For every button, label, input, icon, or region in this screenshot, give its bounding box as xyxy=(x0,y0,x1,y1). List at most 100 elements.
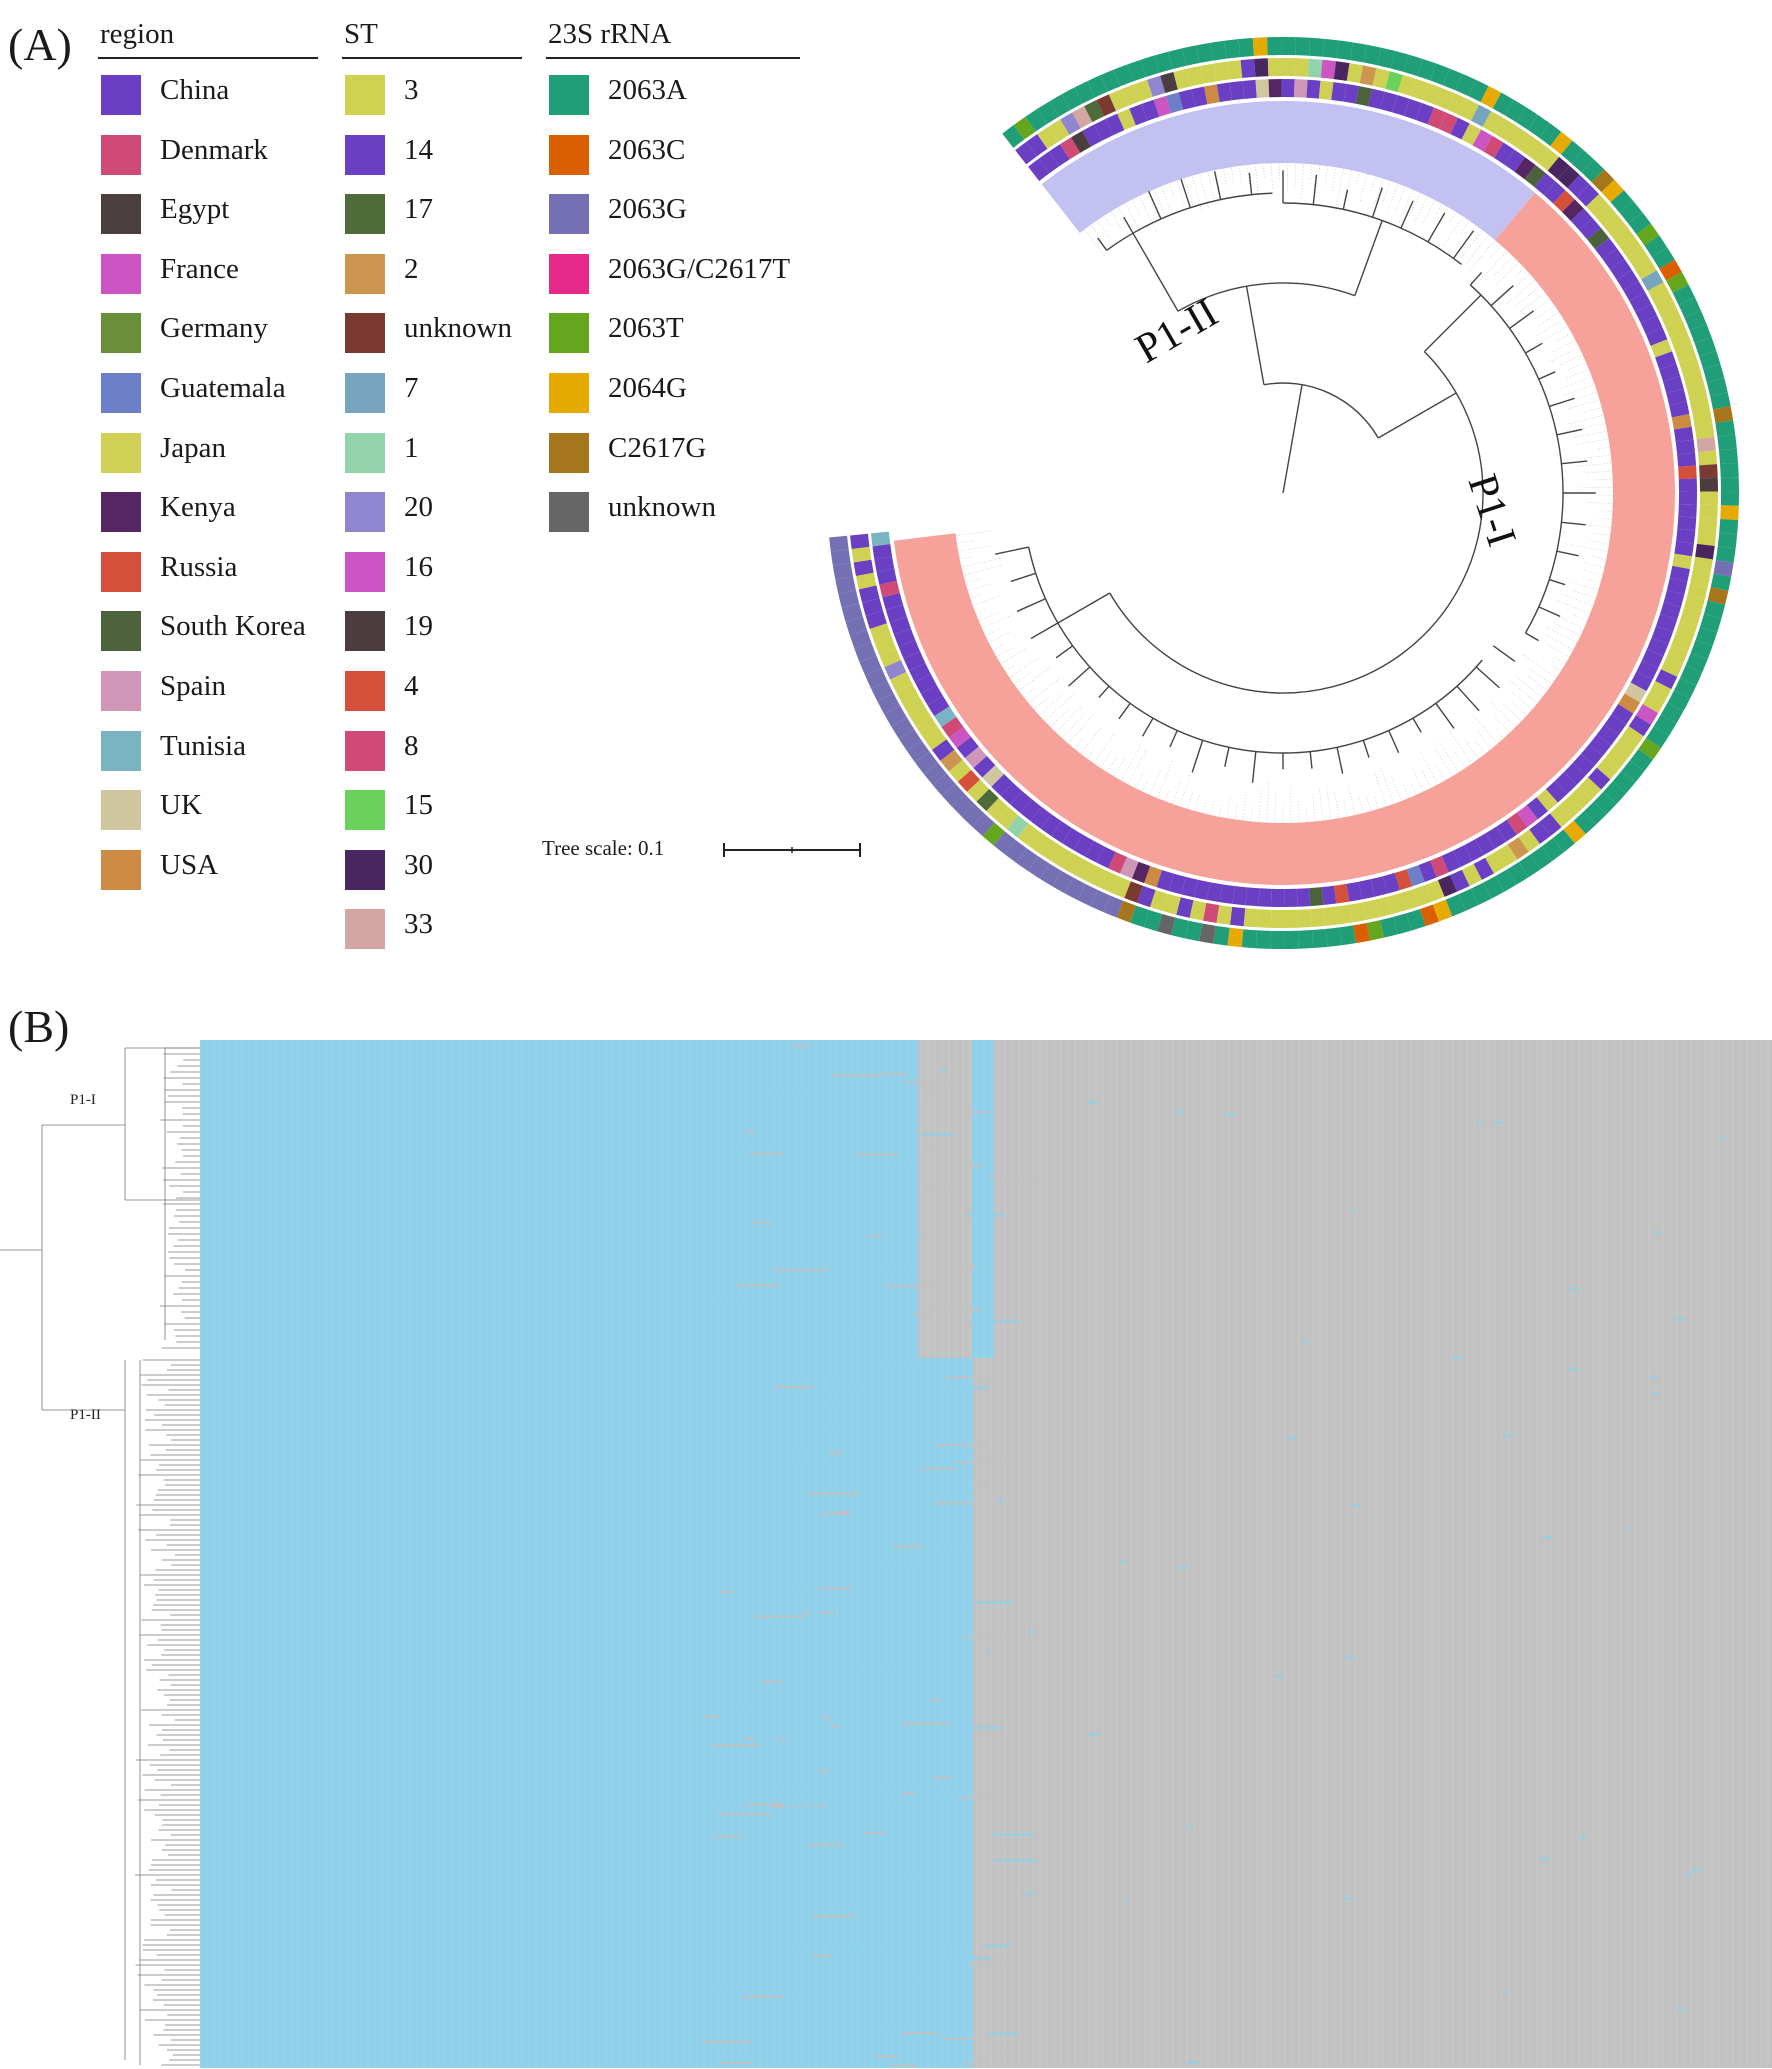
st-legend-label: 33 xyxy=(404,908,433,941)
st-ring-cell xyxy=(862,598,883,616)
st-ring-cell xyxy=(1670,331,1692,351)
region-ring-cell xyxy=(1181,876,1198,898)
rrna-ring-cell xyxy=(1350,42,1367,63)
st-legend-swatch xyxy=(345,432,385,473)
region-ring-cell xyxy=(1000,782,1023,805)
heatmap-variant-cell xyxy=(730,1708,755,1711)
rrna-ring-cell xyxy=(1516,107,1538,130)
st-ring-cell xyxy=(1111,876,1131,899)
st-ring-cell xyxy=(1037,126,1059,149)
tip-branch xyxy=(1439,207,1450,224)
tip-branch xyxy=(1093,735,1114,764)
internal-branch xyxy=(995,546,1029,555)
rrna-ring-cell xyxy=(1339,925,1356,946)
heatmap-variant-cell xyxy=(753,1222,773,1225)
region-ring-cell xyxy=(876,568,897,585)
rrna-ring-cell xyxy=(865,668,888,689)
heatmap-variant-cell xyxy=(871,2028,908,2031)
internal-branch xyxy=(1213,171,1222,200)
rrna-ring-cell xyxy=(1672,284,1695,306)
st-ring-cell xyxy=(1199,63,1217,84)
heatmap-variant-cell xyxy=(1476,1122,1482,1125)
rrna-ring-cell xyxy=(961,803,985,827)
heatmap-variant-cell xyxy=(992,1841,1007,1844)
region-legend-label: Russia xyxy=(160,550,238,583)
region-ring-cell xyxy=(1343,83,1360,104)
region-ring-cell xyxy=(1672,553,1693,570)
region-ring-cell xyxy=(1678,491,1697,505)
st-ring-cell xyxy=(1559,795,1582,819)
heatmap-variant-cell xyxy=(700,1800,744,1803)
rrna-ring-cell xyxy=(1040,863,1062,887)
st-ring-cell xyxy=(1649,681,1672,702)
region-ring-cell xyxy=(874,556,895,572)
st-ring-cell xyxy=(851,546,872,563)
internal-arc xyxy=(1469,284,1564,634)
st-ring-cell xyxy=(1621,726,1644,748)
st-ring-cell xyxy=(1410,78,1429,101)
tip-branch xyxy=(1331,167,1337,191)
region-ring-cell xyxy=(1666,578,1688,595)
tip-branch xyxy=(1080,727,1102,754)
st-ring-cell xyxy=(884,659,907,680)
rrna-ring-cell xyxy=(1601,179,1624,203)
tip-branch xyxy=(1231,167,1235,184)
internal-branch xyxy=(1282,384,1303,494)
st-legend-item: 3 xyxy=(342,59,522,119)
tip-branch xyxy=(1439,741,1460,773)
heatmap-variant-cell xyxy=(1344,1898,1354,1901)
st-ring-cell xyxy=(1189,900,1207,921)
rrna-ring-cell xyxy=(1157,914,1176,936)
st-ring-cell xyxy=(1659,306,1682,327)
heatmap-variant-cell xyxy=(702,1715,721,1718)
st-ring-cell xyxy=(1048,119,1070,142)
heatmap-variant-cell xyxy=(892,1160,914,1163)
tip-branch xyxy=(1202,800,1207,814)
tip-branch xyxy=(1449,211,1457,223)
tip-branch xyxy=(1127,750,1147,785)
st-ring-cell xyxy=(1518,829,1540,852)
rrna-ring-cell xyxy=(1419,904,1439,927)
tip-branch xyxy=(1242,795,1247,821)
st-ring-cell xyxy=(1202,902,1220,923)
st-ring-cell xyxy=(1537,148,1560,171)
region-ring-cell xyxy=(1194,879,1211,900)
st-ring-cell xyxy=(1576,184,1600,207)
st-ring-cell xyxy=(1447,93,1467,116)
heatmap-variant-cell xyxy=(835,1511,848,1514)
st-legend-swatch xyxy=(345,253,385,294)
rrna-ring-cell xyxy=(1480,85,1502,109)
heatmap-variant-cell xyxy=(888,2064,918,2067)
region-ring-cell xyxy=(1219,884,1235,904)
rrna-ring-cell xyxy=(1130,905,1150,928)
tip-branch xyxy=(1013,672,1031,685)
heatmap-variant-cell xyxy=(885,1562,921,1565)
st-ring-cell xyxy=(1642,692,1665,714)
heatmap-variant-cell xyxy=(864,1831,887,1834)
rrna-ring-cell xyxy=(1630,749,1653,772)
heatmap-variant-cell xyxy=(1568,1287,1580,1290)
region-ring-cell xyxy=(1441,850,1461,873)
st-legend-item: 7 xyxy=(342,357,522,417)
internal-branch xyxy=(1400,200,1414,229)
tip-branch xyxy=(1586,470,1613,474)
rrna-ring-cell xyxy=(1541,838,1564,861)
st-ring-cell xyxy=(1660,657,1683,677)
heatmap-variant-cell xyxy=(987,1176,1039,1179)
st-ring-cell xyxy=(1698,450,1718,466)
internal-branch xyxy=(1362,740,1370,758)
heatmap-variant-cell xyxy=(811,1954,832,1957)
st-ring-cell xyxy=(1150,890,1169,912)
rrna-ring-cell xyxy=(877,693,900,715)
st-ring-cell xyxy=(1547,156,1570,180)
rrna-ring-cell xyxy=(951,793,975,817)
st-ring-cell xyxy=(1062,852,1084,875)
rrna-ring-cell xyxy=(1002,125,1025,148)
heatmap-variant-cell xyxy=(904,1081,950,1084)
tip-branch xyxy=(1536,318,1564,337)
tip-branch xyxy=(1164,791,1169,802)
tip-branch xyxy=(1555,599,1591,614)
st-legend-label: 2 xyxy=(404,252,419,285)
tip-branch xyxy=(1149,770,1161,796)
heatmap-variant-cell xyxy=(1451,1356,1463,1359)
